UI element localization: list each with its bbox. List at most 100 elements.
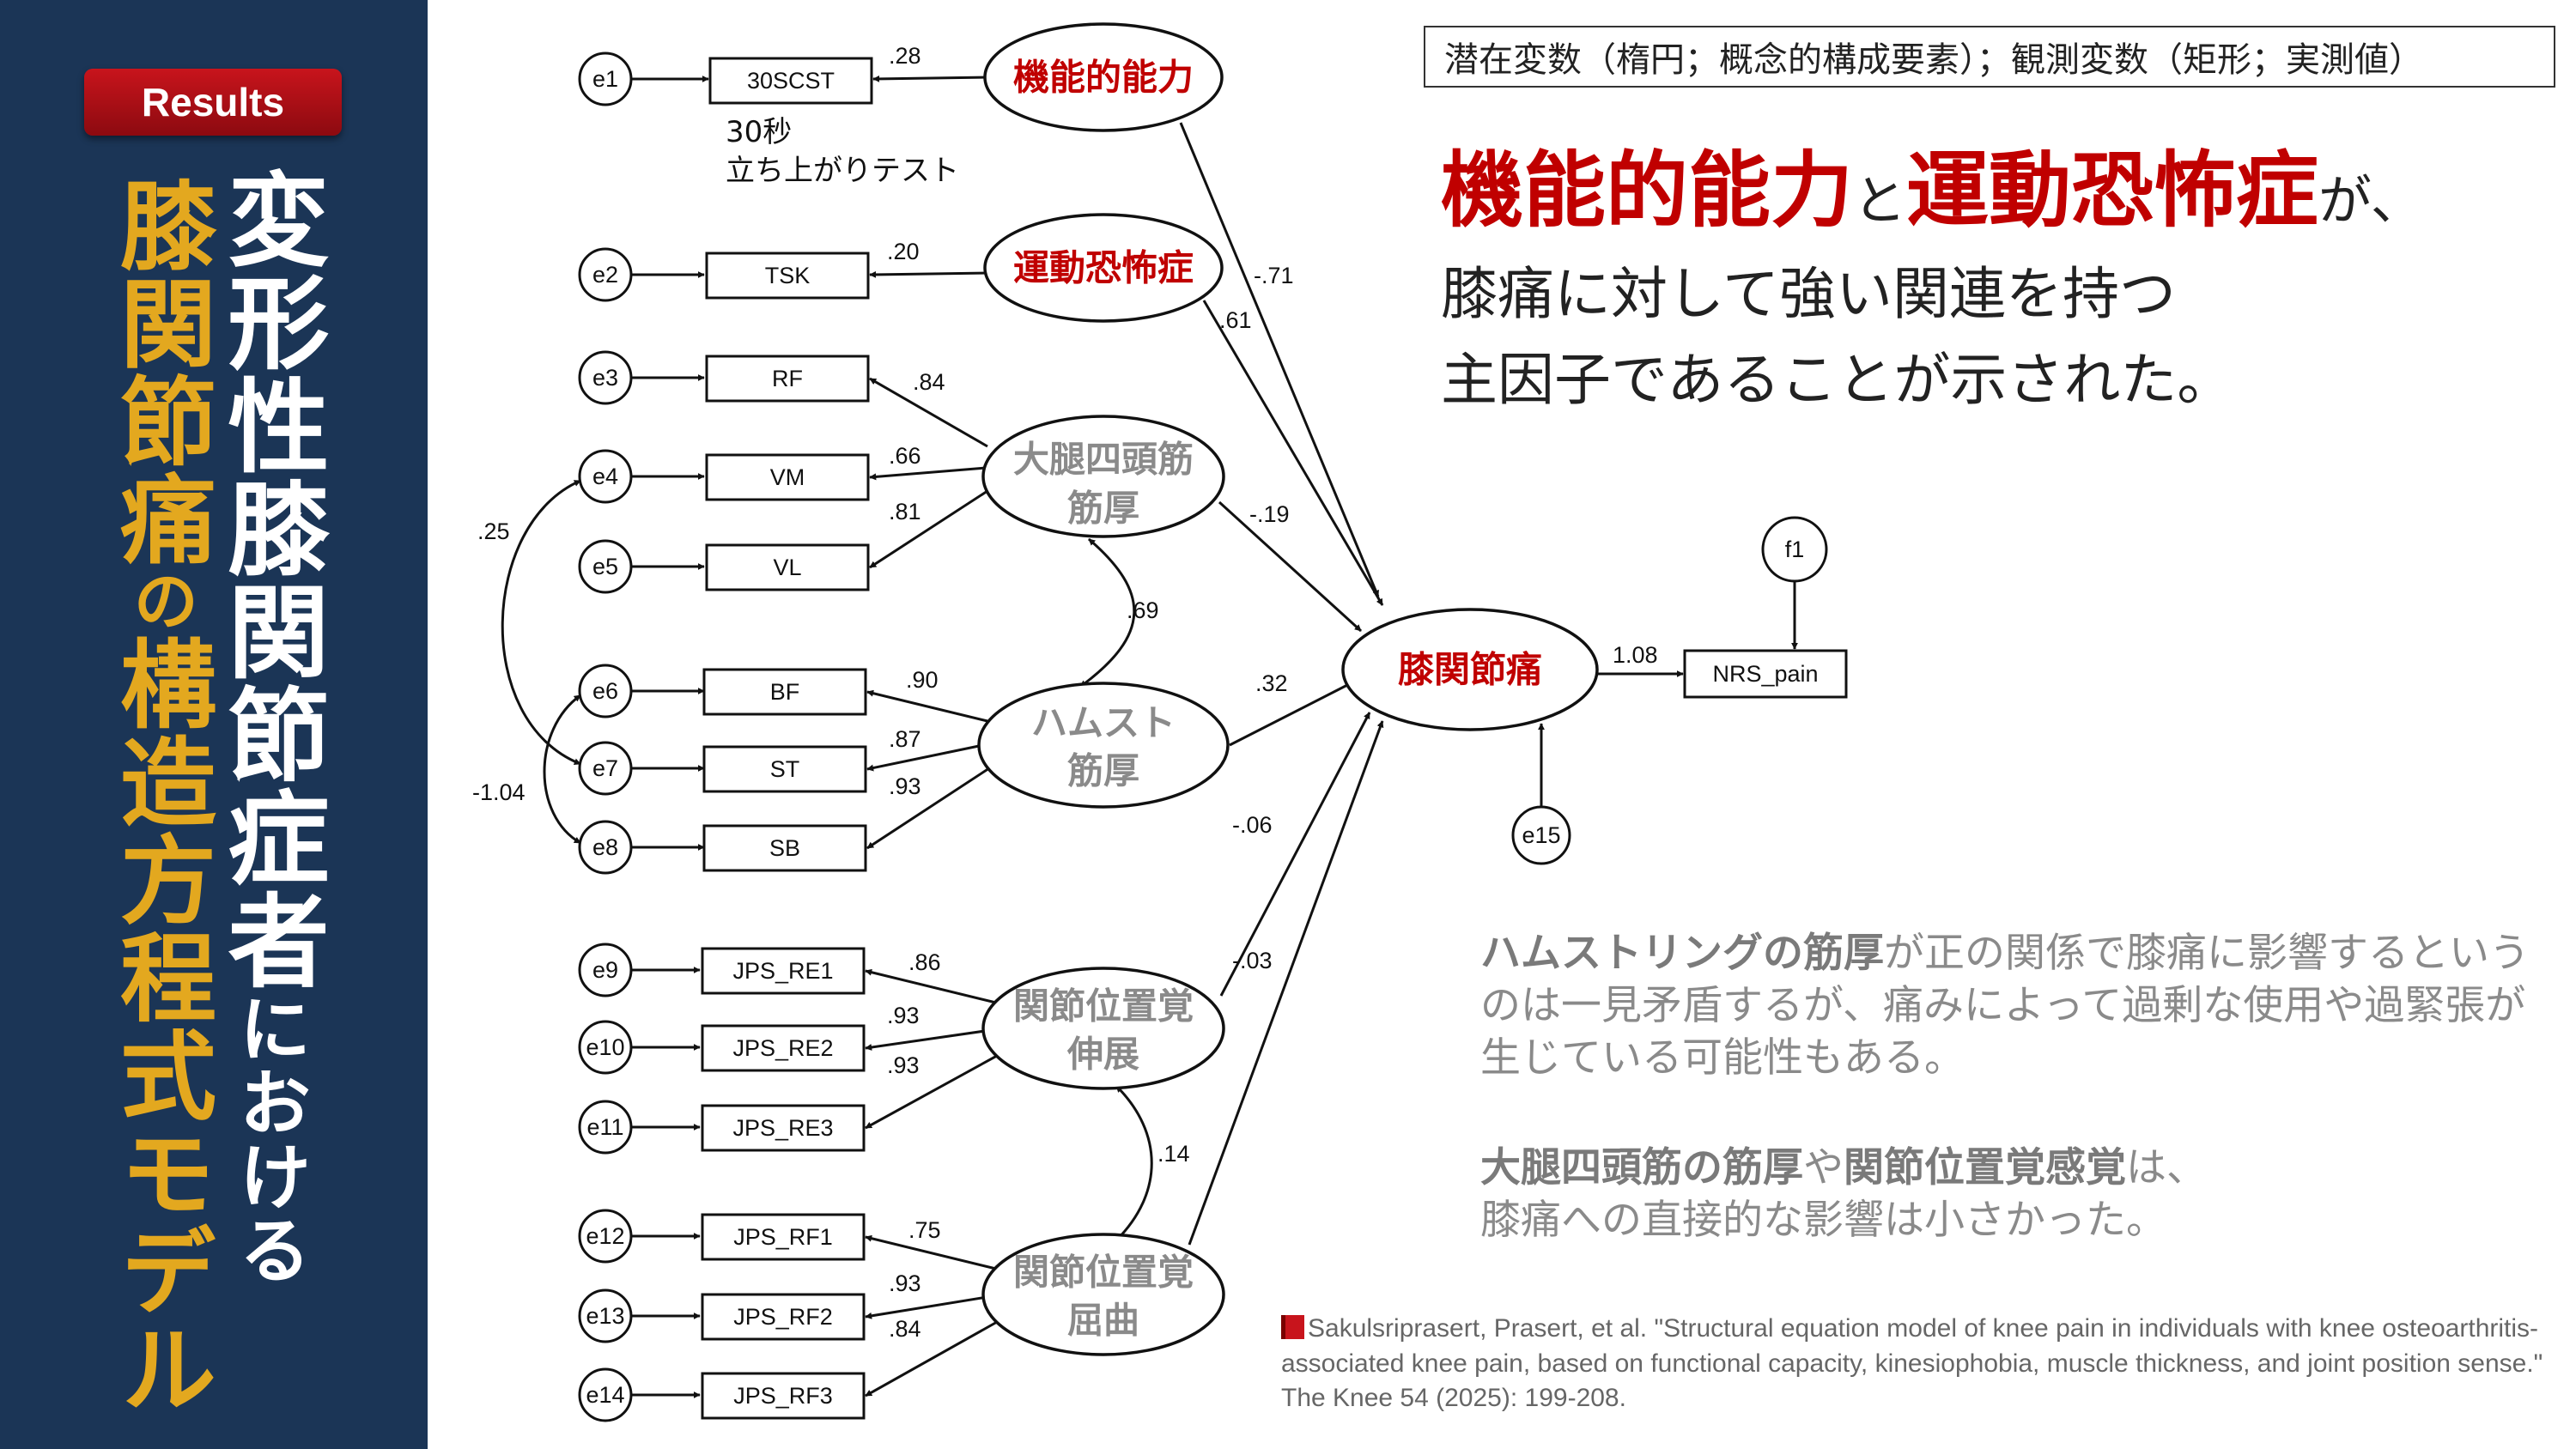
obs-jps-re1: JPS_RE1 [732,958,833,984]
note2-bold2: 関節位置覚感覚 [1844,1144,2126,1191]
note2-mid: や [1803,1144,1844,1191]
error-e9: e9 [592,957,618,983]
headline-conn2: が、 [2318,169,2424,232]
subtitle-b: 構造方程式モデル [104,634,216,1417]
corr-e6-e8: -1.04 [472,779,526,805]
loading-jps-re3: .93 [887,1052,920,1078]
error-e12: e12 [586,1223,624,1249]
error-e4: e4 [592,464,618,489]
headline-functional-capacity: 機能的能力 [1441,142,1853,239]
error-terms: e1 e2 e3 e4 e5 e6 e7 e8 e9 e10 e11 e12 e… [578,52,1828,1422]
citation-text: Sakulsriprasert, Prasert, et al. "Struct… [1281,1314,2543,1412]
error-e6: e6 [592,678,618,704]
note2-line2: 膝痛への直接的な影響は小さかった。 [1480,1197,2166,1245]
latent-jps-flexion-line1: 関節位置覚 [1013,1252,1194,1294]
subtitle-particle: の [122,567,198,634]
corr-e4-e7: .25 [477,518,510,544]
obs-rf: RF [772,366,803,391]
note2-tail: は、 [2126,1144,2207,1191]
latent-functional-capacity: 機能的能力 [1013,57,1194,99]
obs-30scst: 30SCST [747,68,835,94]
coefficients: .28 .20 .84 .66 .81 .90 .87 .93 .86 .93 … [472,43,1658,1342]
note1-rest: が正の関係で膝痛に影響するというのは一見矛盾するが、痛みによって過剰な使用や過緊… [1480,930,2530,1082]
loading-st: .87 [889,726,921,752]
headline-conn1: と [1853,169,1907,232]
loading-vm: .66 [889,443,921,469]
observed-variables: 30SCST TSK RF VM VL BF ST SB JPS_RE1 JPS… [701,57,1848,1420]
latent-kinesiophobia: 運動恐怖症 [1013,247,1194,289]
error-e7: e7 [592,755,618,781]
loading-jps-rf2: .93 [889,1270,921,1296]
subtitle-a: 膝関節痛 [104,176,216,567]
note1-bold: ハムストリングの筋厚 [1480,930,1884,977]
obs-jps-rf3: JPS_RF3 [733,1383,833,1409]
loading-jps-re2: .93 [887,1003,920,1028]
obs-jps-re2: JPS_RE2 [732,1035,833,1061]
obs-nrs-pain: NRS_pain [1712,661,1818,687]
path-jps-flexion: -.03 [1232,948,1273,973]
headline: 機能的能力と運動恐怖症が、 膝痛に対して強い関連を持つ 主因子であることが示され… [1441,145,2557,413]
scst-note-line2: 立ち上がりテスト [726,154,959,188]
loading-arrows [865,75,1005,1397]
note-hamstring: ハムストリングの筋厚が正の関係で膝痛に影響するというのは一見矛盾するが、痛みによ… [1480,927,2545,1084]
obs-bf: BF [770,679,800,705]
error-e2: e2 [592,262,618,288]
obs-vl: VL [773,555,801,580]
covariance-arrows [501,479,1153,1242]
obs-jps-re3: JPS_RE3 [732,1115,833,1141]
obs-jps-rf1: JPS_RF1 [733,1224,833,1250]
structural-paths [1179,122,1798,1246]
loading-30scst: .28 [889,43,921,69]
latent-jps-extension-line2: 伸展 [1066,1034,1139,1076]
loading-jps-re1: .86 [908,949,941,975]
legend-box: 潜在変数（楕円；概念的構成要素）；観測変数（矩形；実測値） [1424,26,2555,88]
latent-hamstring-line2: 筋厚 [1067,750,1139,792]
latent-jps-flexion-line2: 屈曲 [1067,1300,1139,1342]
note2-bold1: 大腿四頭筋の筋厚 [1480,1144,1803,1191]
error-e13: e13 [586,1303,624,1329]
error-e3: e3 [592,365,618,391]
loading-rf: .84 [913,369,945,395]
book-icon [1281,1315,1304,1339]
title-main: 変形性膝関節症者 [210,167,329,991]
vertical-subtitle: 膝関節痛の構造方程式モデル [104,176,216,1417]
error-e11: e11 [586,1114,623,1140]
headline-line2: 膝痛に対して強い関連を持つ [1441,260,2177,327]
obs-st: ST [770,756,800,782]
note-quadriceps-jps: 大腿四頭筋の筋厚や関節位置覚感覚は、膝痛への直接的な影響は小さかった。 [1480,1142,2545,1246]
path-knee-nrs: 1.08 [1613,642,1658,668]
headline-line3: 主因子であることが示された。 [1441,346,2234,413]
corr-quad-ham: .69 [1127,597,1159,623]
sidebar: Results 変形性膝関節症者における 膝関節痛の構造方程式モデル [0,0,428,1449]
citation: Sakulsriprasert, Prasert, et al. "Struct… [1281,1312,2552,1416]
error-arrows [631,76,709,1398]
sem-diagram: .ln { stroke:#111; stroke-width:3; fill:… [472,22,1848,1422]
error-e1: e1 [592,66,618,92]
loading-jps-rf3: .84 [889,1316,921,1342]
path-hamstring: .32 [1255,670,1288,696]
error-e5: e5 [592,554,618,579]
path-kinesiophobia: .61 [1219,307,1252,333]
latent-knee-pain: 膝関節痛 [1398,649,1542,691]
loading-jps-rf1: .75 [908,1217,941,1243]
corr-jps: .14 [1157,1141,1190,1167]
loading-vl: .81 [889,499,921,524]
error-e14: e14 [586,1382,624,1408]
obs-tsk: TSK [765,263,811,288]
latent-quadriceps-line1: 大腿四頭筋 [1013,439,1194,481]
latent-hamstring-line1: ハムスト [1031,702,1176,744]
path-quadriceps: -.19 [1249,501,1290,527]
obs-vm: VM [770,464,805,490]
headline-line1: 機能的能力と運動恐怖症が、 [1441,145,2557,237]
title-particle: における [228,991,312,1287]
path-jps-extension: -.06 [1232,812,1273,838]
obs-jps-rf2: JPS_RF2 [733,1304,833,1330]
path-functional-capacity: -.71 [1254,263,1294,288]
scst-note-line1: 30秒 [726,115,792,149]
error-e10: e10 [586,1034,624,1060]
loading-sb: .93 [889,773,921,799]
latent-quadriceps-line2: 筋厚 [1067,488,1139,530]
results-badge: Results [84,69,342,136]
vertical-title: 変形性膝関節症者における [210,167,329,1287]
error-e15: e15 [1522,822,1560,848]
